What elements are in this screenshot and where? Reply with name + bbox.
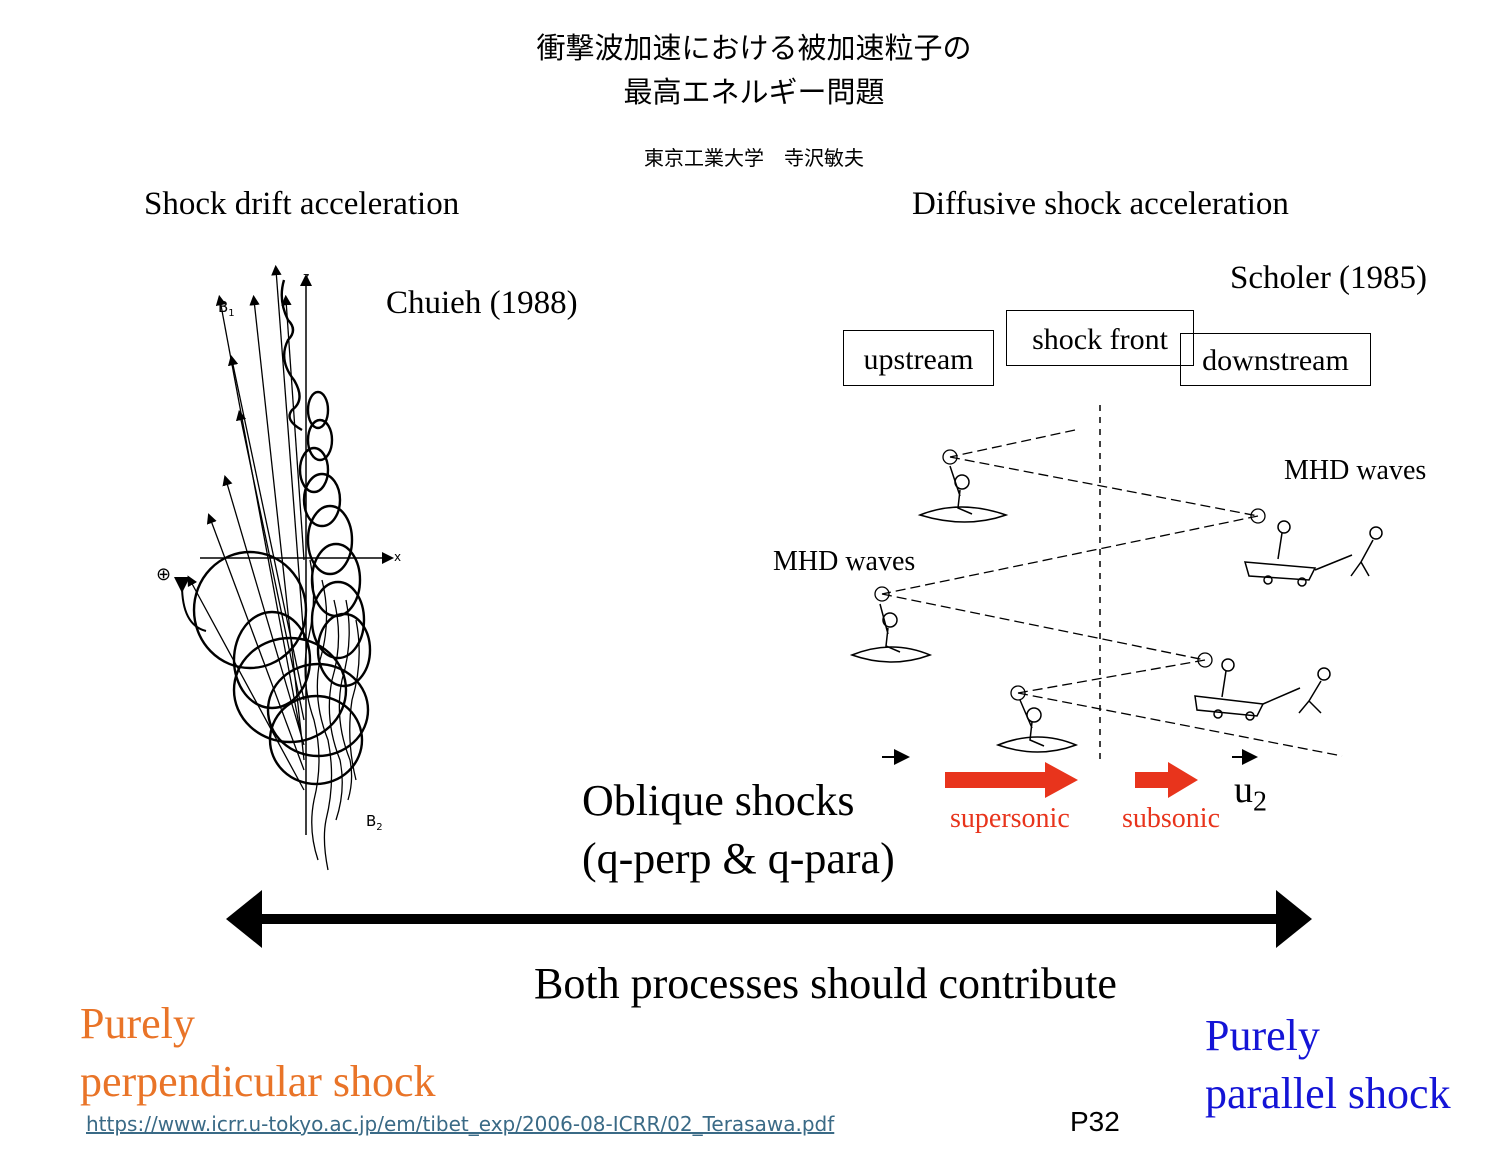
shock-drift-heading: Shock drift acceleration	[144, 186, 460, 222]
para-line-2: parallel shock	[1205, 1069, 1451, 1118]
supersonic-label: supersonic	[950, 803, 1070, 834]
oblique-shocks-label: Oblique shocks (q-perp & q-para)	[582, 772, 895, 888]
spectrum-arrow	[226, 890, 1312, 948]
diffusive-figure	[849, 405, 1383, 765]
u2-label: u2	[1234, 769, 1267, 818]
supersonic-arrow	[945, 762, 1078, 798]
oblique-line-2: (q-perp & q-para)	[582, 834, 895, 883]
wagon-figures	[1194, 520, 1383, 721]
b2-label: B2	[366, 812, 383, 833]
subsonic-label: subsonic	[1122, 803, 1220, 834]
downstream-box: downstream	[1180, 333, 1371, 386]
source-link[interactable]: https://www.icrr.u-tokyo.ac.jp/em/tibet_…	[86, 1112, 835, 1136]
para-line-1: Purely	[1205, 1011, 1320, 1060]
positive-charge-icon: ⊕	[156, 564, 172, 585]
b1-label: B1	[218, 298, 235, 319]
upstream-box: upstream	[843, 330, 994, 386]
rotation-arrow	[173, 576, 207, 632]
title-line-2: 最高エネルギー問題	[623, 75, 885, 109]
particle-path	[881, 429, 1343, 757]
purely-perpendicular-label: Purely perpendicular shock	[80, 995, 580, 1111]
both-processes-label: Both processes should contribute	[534, 959, 1117, 1008]
title-line-1: 衝撃波加速における被加速粒子の	[536, 31, 972, 65]
mhd-waves-upstream: MHD waves	[773, 546, 916, 577]
subsonic-arrow	[1135, 762, 1198, 798]
mhd-waves-downstream: MHD waves	[1284, 455, 1427, 486]
z-axis-label: z	[303, 270, 310, 284]
flow-arrows	[945, 762, 1198, 798]
surfer-figures	[849, 465, 1079, 753]
author: 東京工業大学 寺沢敏夫	[644, 146, 864, 170]
page-number: P32	[1070, 1106, 1120, 1137]
x-axis-label: x	[394, 550, 402, 564]
oblique-line-1: Oblique shocks	[582, 776, 855, 825]
scholer-reference: Scholer (1985)	[1230, 260, 1428, 296]
b1-field-lines	[187, 264, 305, 791]
shock-drift-figure	[173, 264, 394, 871]
diffusive-heading: Diffusive shock acceleration	[912, 186, 1289, 222]
perp-line-1: Purely	[80, 999, 195, 1048]
purely-parallel-label: Purely parallel shock	[1205, 1007, 1505, 1123]
chuieh-reference: Chuieh (1988)	[386, 285, 578, 321]
perp-line-2: perpendicular shock	[80, 1057, 436, 1106]
particle-orbit	[192, 279, 372, 786]
page-title: 衝撃波加速における被加速粒子の 最高エネルギー問題	[0, 26, 1508, 114]
shock-front-box: shock front	[1006, 310, 1194, 366]
scattering-balls	[874, 449, 1266, 701]
